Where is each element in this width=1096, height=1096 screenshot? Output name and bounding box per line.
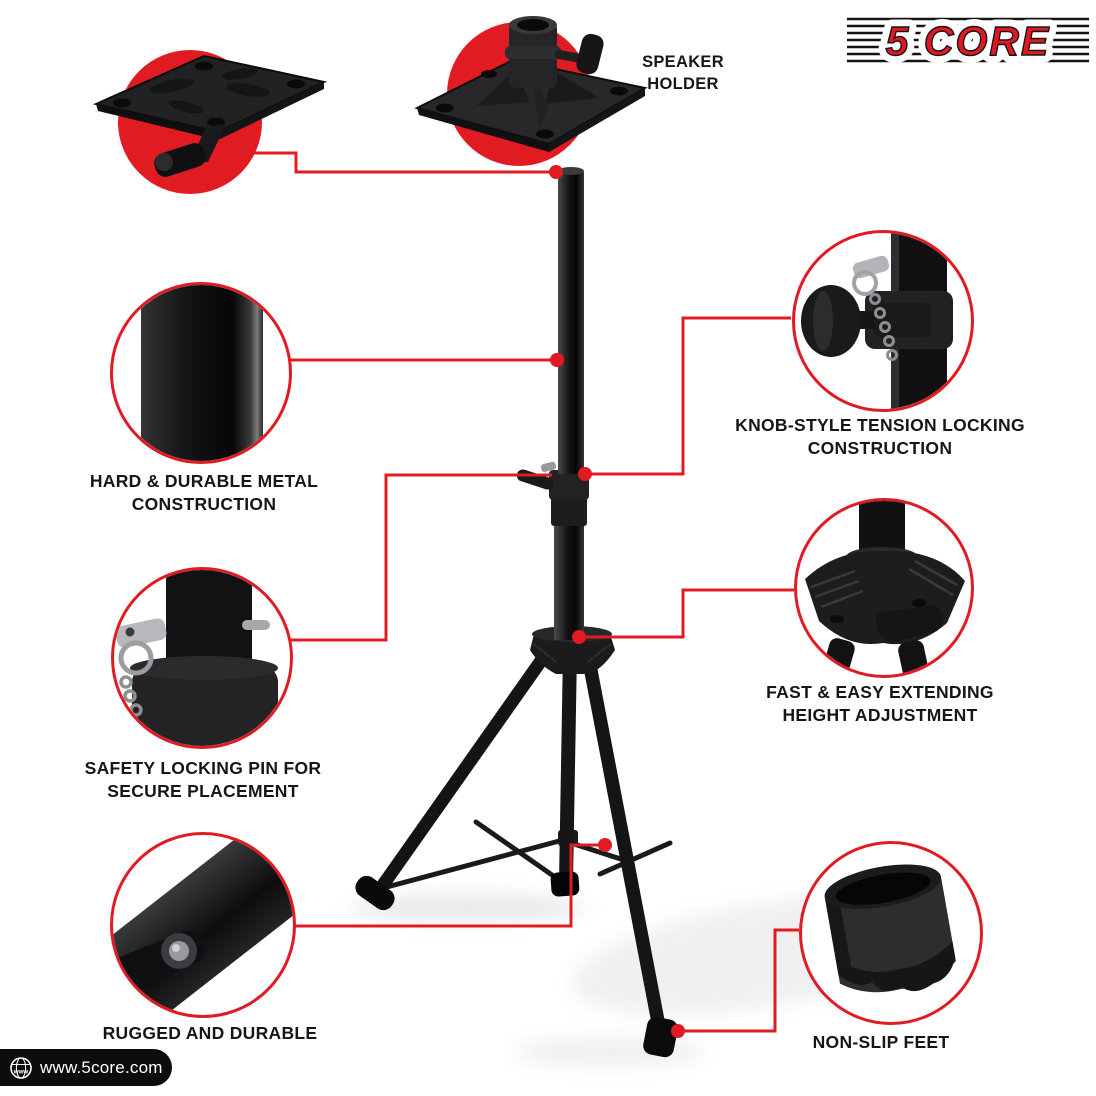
rubber-foot bbox=[824, 864, 956, 993]
rugged-label: RUGGED AND DURABLE bbox=[102, 1023, 318, 1043]
ribbed-base bbox=[835, 941, 956, 992]
svg-text:www: www bbox=[13, 1068, 29, 1075]
speaker-plate-photo bbox=[92, 50, 328, 194]
connector-rugged bbox=[288, 843, 603, 928]
leg-braces bbox=[380, 819, 673, 891]
mid-collar bbox=[551, 496, 587, 526]
holder-base-plate bbox=[414, 58, 648, 152]
feature-photo-height-adjustment bbox=[794, 498, 974, 678]
footer-website-pill: www www.5core.com bbox=[0, 1049, 172, 1086]
non-slip-feet-label: NON-SLIP FEET bbox=[812, 1032, 950, 1052]
pole-top bbox=[859, 501, 905, 557]
leg-tube bbox=[113, 835, 293, 1015]
logo-text: 5 CORE bbox=[886, 18, 1051, 64]
connector-height bbox=[580, 588, 794, 639]
mount-bracket bbox=[154, 124, 226, 177]
wing-lock-knob bbox=[876, 605, 944, 643]
safety-pin bbox=[852, 255, 898, 361]
connector-speaker-holder bbox=[253, 151, 552, 174]
connector-feet bbox=[678, 928, 799, 1033]
knob-tension-label: KNOB-STYLE TENSION LOCKING CONSTRUCTION bbox=[735, 415, 1025, 459]
connector-knob bbox=[586, 316, 791, 476]
holder-socket-tube bbox=[505, 16, 604, 88]
feature-photo-knob bbox=[792, 230, 974, 412]
globe-www-icon: www bbox=[10, 1056, 32, 1079]
locking-collar bbox=[132, 666, 278, 746]
metal-construction-label: HARD & DURABLE METAL CONSTRUCTION bbox=[89, 471, 319, 515]
connector-safety-pin bbox=[288, 473, 552, 642]
feature-photo-rugged bbox=[110, 832, 296, 1018]
brand-logo: 5 CORE 5 CORE bbox=[847, 11, 1089, 72]
feature-photo-metal-construction bbox=[110, 282, 292, 464]
upper-pole bbox=[558, 167, 584, 474]
logo-stripes bbox=[847, 17, 1089, 63]
logo-text-outline: 5 CORE bbox=[886, 18, 1051, 64]
safety-pin-label: SAFETY LOCKING PIN FOR SECURE PLACEMENT bbox=[84, 758, 322, 802]
speaker-holder-label: SPEAKER HOLDER bbox=[642, 53, 724, 93]
height-adjustment-label: FAST & EASY EXTENDING HEIGHT ADJUSTMENT bbox=[766, 682, 994, 726]
feature-photo-non-slip-foot bbox=[799, 841, 983, 1025]
safety-pin bbox=[115, 618, 270, 717]
website-text: www.5core.com bbox=[40, 1057, 163, 1077]
connector-dots bbox=[549, 165, 685, 1038]
feature-photo-safety-pin bbox=[111, 567, 293, 749]
mount-plate-top-view bbox=[92, 54, 328, 140]
lower-pole bbox=[554, 520, 584, 640]
speaker-holder-photo bbox=[414, 16, 648, 166]
pole-closeup bbox=[141, 285, 263, 461]
